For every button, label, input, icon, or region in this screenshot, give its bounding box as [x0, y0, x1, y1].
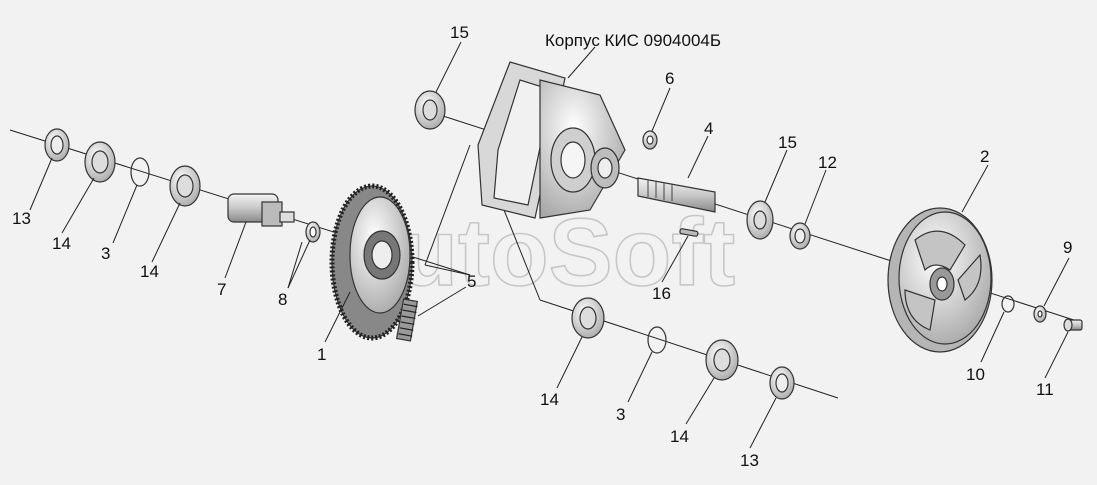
part-15-bearing-right: [746, 200, 774, 240]
callout-13: 13: [740, 451, 759, 470]
part-13-seal-lower: [769, 366, 795, 400]
callout-9: 9: [1063, 238, 1072, 257]
left-shaft-group: [44, 128, 321, 243]
callout-labels: 13 14 3 14 7 8 1 5 15 6 4 15 12 16 2 9 1…: [12, 23, 1072, 470]
lower-shaft-group: [571, 297, 795, 400]
callout-6: 6: [665, 69, 674, 88]
diagram-title: Корпус КИС 0904004Б: [545, 31, 721, 50]
callout-5: 5: [467, 272, 476, 291]
callout-10: 10: [966, 365, 985, 384]
part-7-pinion-shaft: [227, 193, 295, 227]
part-10-washer: [1001, 295, 1015, 313]
part-12-spacer: [789, 222, 811, 250]
part-11-bolt: [1063, 318, 1083, 332]
part-3-ring-left: [130, 157, 150, 187]
part-14-bearing-left-b: [169, 165, 201, 207]
part-6-plug: [642, 130, 658, 150]
part-3-ring-lower: [647, 326, 667, 354]
callout-13: 13: [12, 209, 31, 228]
callout-14: 14: [52, 234, 71, 253]
callout-4: 4: [704, 119, 713, 138]
callout-14: 14: [140, 262, 159, 281]
callout-14: 14: [670, 427, 689, 446]
callout-15: 15: [778, 133, 797, 152]
callout-14: 14: [540, 390, 559, 409]
part-13-seal-left: [44, 128, 70, 162]
callout-3: 3: [616, 405, 625, 424]
part-16-pin: [679, 228, 699, 237]
part-8-washer: [305, 221, 321, 243]
part-2-pulley: [887, 207, 993, 353]
callout-15: 15: [450, 23, 469, 42]
part-15-bearing-top: [414, 90, 446, 130]
callout-11: 11: [1036, 380, 1054, 399]
callout-3: 3: [101, 244, 110, 263]
leader-lines: [29, 41, 1070, 449]
part-5-spring: [395, 298, 419, 342]
callout-8: 8: [278, 290, 287, 309]
part-14-bearing-lower-b: [705, 339, 739, 381]
part-4-shaft: [637, 177, 716, 213]
housing-body: [477, 61, 626, 219]
part-1-bevel-gear: [329, 183, 415, 341]
callout-1: 1: [317, 345, 326, 364]
callout-7: 7: [217, 280, 226, 299]
callout-12: 12: [818, 153, 837, 172]
part-14-bearing-lower-a: [571, 297, 605, 339]
callout-16: 16: [652, 284, 671, 303]
callout-2: 2: [980, 147, 989, 166]
part-9-washer: [1033, 305, 1047, 323]
part-14-bearing-left-a: [84, 141, 116, 183]
